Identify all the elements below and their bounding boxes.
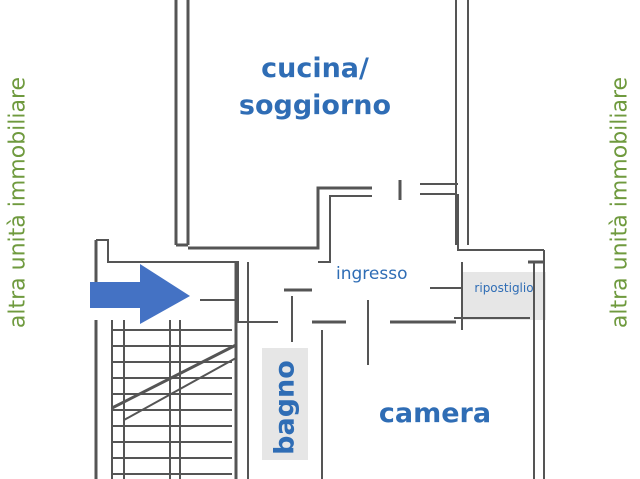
bathroom-label: bagno	[269, 360, 301, 455]
bedroom-label: camera	[378, 398, 492, 429]
right-arrow-icon	[90, 264, 190, 324]
walls	[94, 0, 545, 479]
storage-label-bg	[462, 272, 546, 320]
kitchen-label-line2: soggiorno	[238, 90, 392, 121]
storage-label: ripostiglio	[474, 281, 534, 295]
left-side-label: altra unità immobiliare	[5, 76, 31, 329]
right-side-label: altra unità immobiliare	[607, 76, 633, 329]
kitchen-label: cucina/ soggiorno	[220, 50, 410, 124]
kitchen-label-line1: cucina/	[261, 53, 369, 84]
bathroom-label-bg	[262, 348, 308, 460]
entrance-label: ingresso	[336, 264, 408, 284]
